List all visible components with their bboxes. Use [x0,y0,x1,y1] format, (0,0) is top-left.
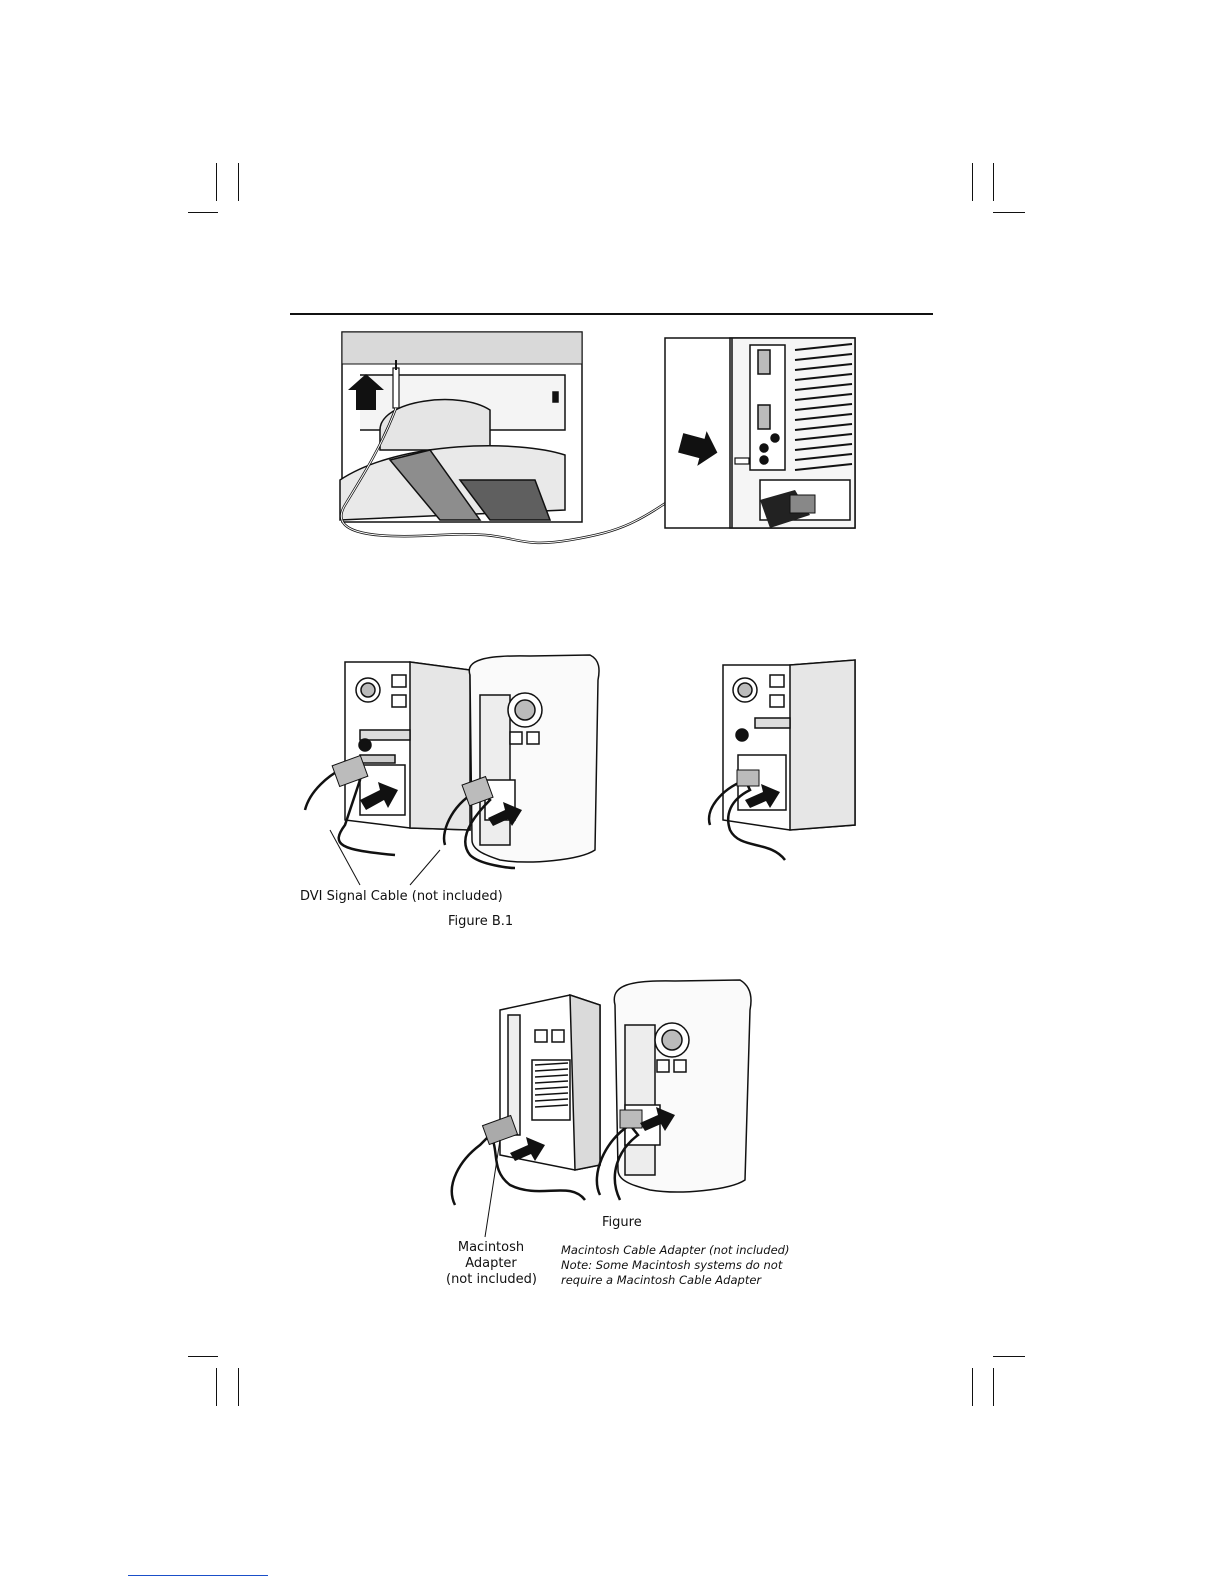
mac-tower [614,980,751,1192]
callout-line [330,830,360,885]
mac-note-caption: Macintosh Cable Adapter (not included) N… [561,1243,789,1288]
mac-adapter-caption: Macintosh Adapter (not included) [446,1240,536,1288]
mac-note-line-1: Macintosh Cable Adapter (not included) [561,1243,789,1258]
pc-tower-right [723,660,855,830]
callout-line [410,850,440,885]
mac-note-line-3: require a Macintosh Cable Adapter [561,1273,789,1288]
header-rule [290,313,933,315]
mac-adapter-illustration [440,975,810,1220]
figure-caption: Figure [602,1215,642,1230]
figure-b1-caption: Figure B.1 [448,914,513,929]
mac-tower [469,655,599,862]
audio-cable-illustration [340,330,870,560]
mac-adapter-line-1: Macintosh [446,1240,536,1256]
callout-line [485,1140,500,1237]
mac-note-line-2: Note: Some Macintosh systems do not [561,1258,789,1273]
dvi-cable-caption: DVI Signal Cable (not included) [300,889,503,904]
monitor-back-panel [340,332,582,522]
mac-adapter-line-2: Adapter [446,1256,536,1272]
mac-adapter-line-3: (not included) [446,1272,536,1288]
footer-link-underline [128,1575,268,1576]
dvi-connection-illustration [300,650,890,890]
